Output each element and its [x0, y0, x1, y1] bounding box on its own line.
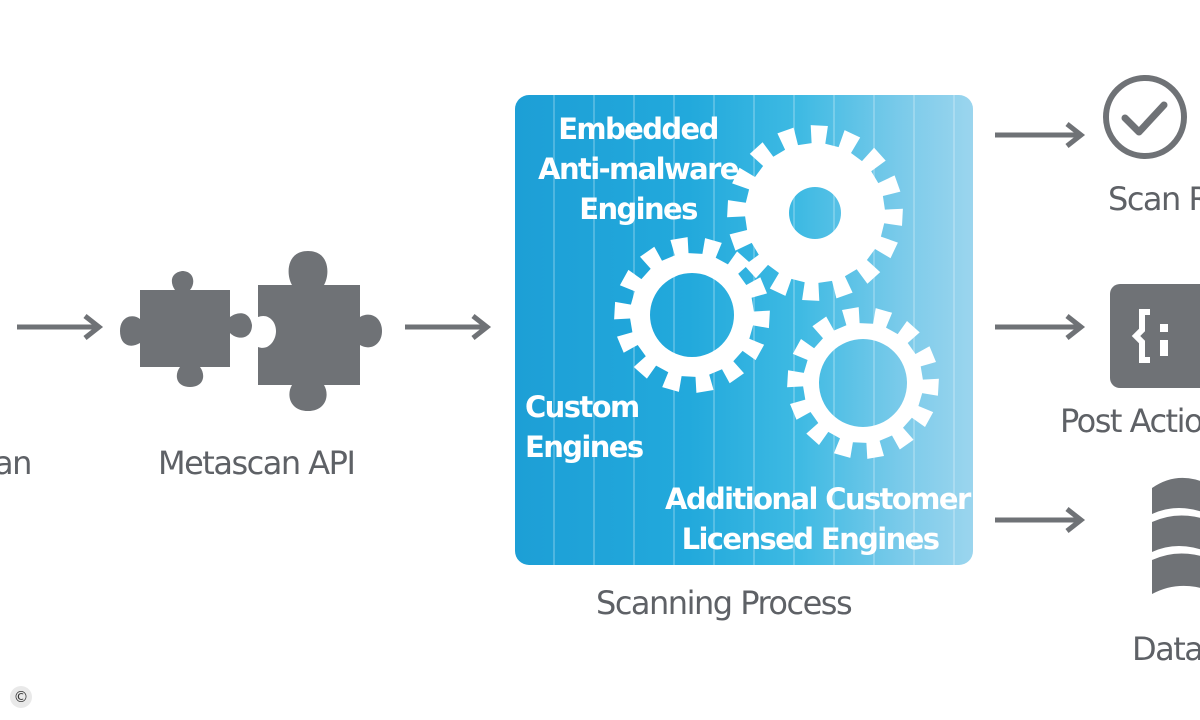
embedded-engines-label: Embedded Anti-malware Engines: [538, 112, 739, 226]
gear-icon: [614, 125, 939, 459]
scanning-process-panel: Embedded Anti-malware Engines Custom Eng…: [515, 95, 973, 565]
data-label: Data: [1132, 630, 1200, 668]
gear-left-icon: [614, 237, 770, 393]
scan-result-label: Scan R: [1108, 180, 1200, 218]
puzzle-pieces-icon: [120, 251, 382, 411]
code-braces-icon: [1110, 284, 1200, 388]
process-label: Scanning Process: [596, 584, 853, 622]
checkmark-circle-icon: [1103, 75, 1187, 159]
gear-top-icon: [727, 125, 903, 301]
arrow-to-scan-result: [995, 122, 1086, 148]
arrow-to-data: [995, 507, 1086, 533]
api-label: Metascan API: [158, 444, 356, 482]
database-icon: [1152, 478, 1200, 594]
copyright-icon: ©: [10, 686, 32, 708]
arrow-to-process: [405, 314, 492, 340]
post-action-label: Post Actio: [1060, 402, 1200, 440]
arrow-to-api: [17, 314, 104, 340]
arrow-to-post-action: [995, 314, 1086, 340]
custom-engines-label: Custom Engines: [525, 390, 644, 464]
additional-engines-label: Additional Customer Licensed Engines: [665, 482, 971, 556]
left-partial-label: an: [0, 444, 32, 482]
gear-right-icon: [787, 307, 939, 459]
